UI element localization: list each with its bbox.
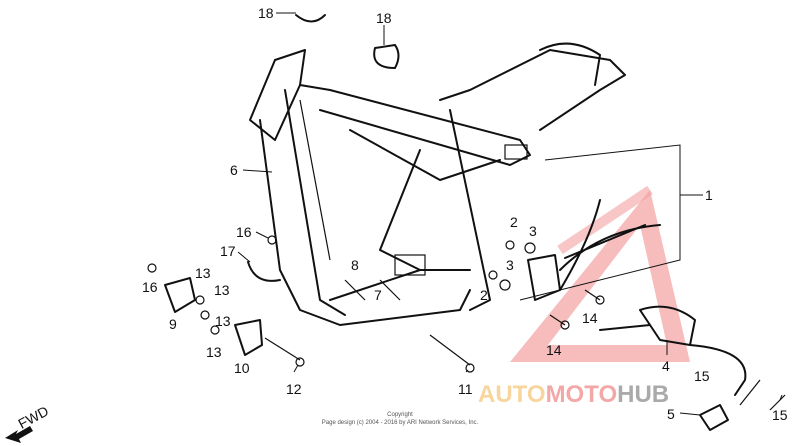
callout-18: 18 bbox=[376, 10, 392, 26]
clamp-18-a bbox=[295, 14, 326, 23]
copyright-line: Page design (c) 2004 - 2016 by ARI Netwo… bbox=[321, 420, 479, 426]
callout-2: 2 bbox=[510, 214, 518, 230]
callout-11: 11 bbox=[458, 381, 473, 397]
callout-2: 2 bbox=[480, 287, 488, 303]
clamp-17 bbox=[247, 261, 281, 282]
callout-8: 8 bbox=[351, 257, 359, 273]
battery-box bbox=[527, 254, 561, 301]
callout-6: 6 bbox=[230, 162, 238, 178]
callout-1: 1 bbox=[705, 187, 713, 203]
callout-16: 16 bbox=[142, 279, 158, 295]
callout-4: 4 bbox=[662, 358, 670, 374]
ignition-unit-4 bbox=[599, 305, 747, 396]
callout-17: 17 bbox=[220, 243, 236, 259]
copyright-title: Copyright bbox=[387, 412, 413, 418]
callout-13: 13 bbox=[215, 313, 231, 329]
callout-3: 3 bbox=[506, 257, 514, 273]
callout-7: 7 bbox=[374, 287, 382, 303]
callout-14: 14 bbox=[546, 342, 562, 358]
callout-14: 14 bbox=[582, 310, 598, 326]
callout-12: 12 bbox=[286, 381, 302, 397]
plate-9 bbox=[164, 277, 196, 313]
bracket-1-outline bbox=[519, 144, 681, 301]
callout-10: 10 bbox=[234, 360, 250, 376]
plate-10 bbox=[234, 319, 263, 356]
leader-lines bbox=[237, 12, 783, 416]
callout-16: 16 bbox=[236, 224, 252, 240]
callout-5: 5 bbox=[667, 406, 675, 422]
svg-text:AUTOMOTOHUB: AUTOMOTOHUB bbox=[478, 381, 669, 408]
callout-3: 3 bbox=[529, 223, 537, 239]
frame-body bbox=[249, 42, 626, 326]
callout-labels: 18 18 6 1 16 17 2 3 3 2 8 7 16 13 13 9 1… bbox=[142, 5, 788, 423]
bolts bbox=[147, 235, 786, 411]
callout-15: 15 bbox=[772, 407, 788, 423]
clamp-18-b bbox=[373, 44, 400, 69]
wire-harness bbox=[559, 199, 661, 291]
callout-13: 13 bbox=[195, 265, 211, 281]
callout-18: 18 bbox=[258, 5, 274, 21]
callout-15: 15 bbox=[694, 368, 710, 384]
callout-9: 9 bbox=[169, 316, 177, 332]
callout-13: 13 bbox=[214, 282, 230, 298]
sensor-5 bbox=[699, 404, 729, 431]
callout-13: 13 bbox=[206, 344, 222, 360]
fwd-arrow-icon bbox=[5, 426, 33, 443]
